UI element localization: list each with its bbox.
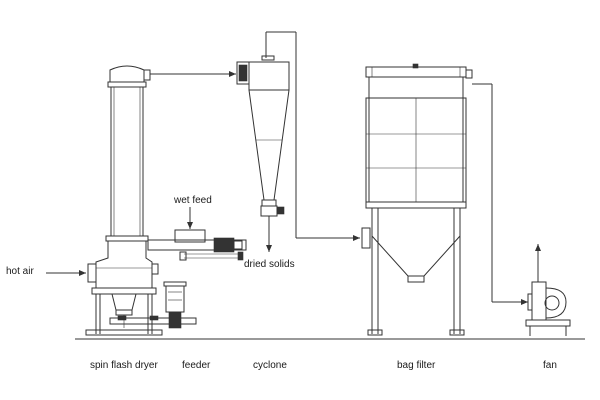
cyclone-label: cyclone [253, 360, 287, 371]
fan-label: fan [543, 360, 557, 371]
bag-filter-label: bag filter [397, 360, 436, 371]
fan [525, 266, 571, 336]
spin-flash-dryer [85, 65, 163, 336]
hot-air-label: hot air [6, 266, 34, 277]
bag-filter [361, 63, 473, 336]
feeder-label: feeder [182, 360, 211, 371]
cyclone [236, 31, 297, 238]
spin-flash-dryer-label: spin flash dryer [90, 360, 158, 371]
wet-feed-label: wet feed [174, 195, 212, 206]
feeder [109, 229, 247, 329]
dried-solids-label: dried solids [244, 259, 295, 270]
